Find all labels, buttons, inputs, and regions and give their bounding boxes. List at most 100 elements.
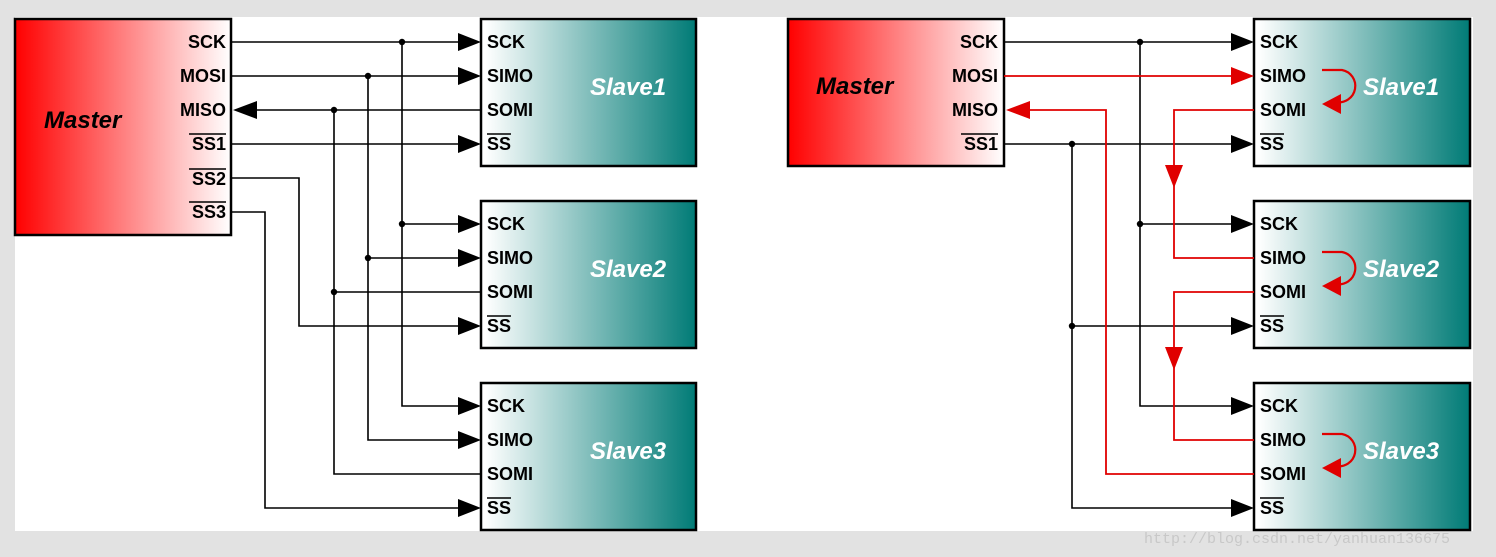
right-wire-s3-to-miso bbox=[1028, 109, 1254, 475]
left-wire-sck-bus bbox=[401, 42, 462, 407]
left-wire-ss2 bbox=[231, 177, 462, 327]
right-slave3-pin-sck: SCK bbox=[1260, 396, 1298, 416]
left-slave3-pin-somi: SOMI bbox=[487, 464, 533, 484]
right-slave2: Slave2 SCK SIMO SOMI SS bbox=[1252, 199, 1472, 350]
left-slave2: Slave2 SCK SIMO SOMI SS bbox=[479, 199, 698, 350]
right-slave2-internal-path bbox=[1322, 250, 1357, 286]
right-slave1-pin-ss: SS bbox=[1260, 134, 1284, 154]
right-junction-sck-2 bbox=[1136, 220, 1144, 228]
left-slave3-label: Slave3 bbox=[590, 438, 667, 465]
right-arrows-red bbox=[1006, 67, 1341, 478]
right-wires-black bbox=[1004, 41, 1235, 509]
right-slave2-pin-simo: SIMO bbox=[1260, 248, 1306, 268]
right-arrow-slave1-loop bbox=[1322, 94, 1341, 114]
left-arrow-s3-simo bbox=[458, 431, 481, 449]
right-arrow-chain-down-2 bbox=[1165, 347, 1183, 370]
right-arrow-s2-ss bbox=[1231, 317, 1254, 335]
right-arrow-s1-ss bbox=[1231, 135, 1254, 153]
right-slave2-pin-somi: SOMI bbox=[1260, 282, 1306, 302]
left-slave1-pin-ss: SS bbox=[487, 134, 511, 154]
right-arrow-slave3-loop bbox=[1322, 458, 1341, 478]
left-slave1-box bbox=[479, 17, 698, 168]
left-master-box bbox=[13, 17, 233, 237]
left-arrow-s1-simo bbox=[458, 67, 481, 85]
right-slave1-label: Slave1 bbox=[1363, 74, 1439, 101]
left-arrow-master-miso bbox=[233, 101, 257, 119]
right-slave2-pin-ss: SS bbox=[1260, 316, 1284, 336]
right-slave3-label: Slave3 bbox=[1363, 438, 1440, 465]
right-junction-ss-1 bbox=[1068, 140, 1076, 148]
right-arrow-master-miso bbox=[1006, 101, 1030, 119]
left-junction-mosi-1 bbox=[364, 72, 372, 80]
left-junction-miso-1 bbox=[330, 106, 338, 114]
left-arrow-s1-sck bbox=[458, 33, 481, 51]
left-arrow-s2-simo bbox=[458, 249, 481, 267]
left-slave3: Slave3 SCK SIMO SOMI SS bbox=[479, 381, 698, 532]
right-diagram-daisy-chain: Master SCK MOSI MISO SS1 Slave1 SCK SIMO… bbox=[786, 17, 1472, 532]
right-wire-ss-bus bbox=[1071, 144, 1235, 509]
left-slave3-pin-ss: SS bbox=[487, 498, 511, 518]
right-slave3: Slave3 SCK SIMO SOMI SS bbox=[1252, 381, 1472, 532]
right-master-pin-ss1: SS1 bbox=[964, 134, 998, 154]
left-slave3-pin-sck: SCK bbox=[487, 396, 525, 416]
left-arrow-s3-sck bbox=[458, 397, 481, 415]
right-arrow-chain-down-1 bbox=[1165, 165, 1183, 188]
right-slave3-pin-simo: SIMO bbox=[1260, 430, 1306, 450]
right-junction-ss-2 bbox=[1068, 322, 1076, 330]
left-slave1-pin-somi: SOMI bbox=[487, 100, 533, 120]
right-slave1-pin-simo: SIMO bbox=[1260, 66, 1306, 86]
left-arrow-s1-ss bbox=[458, 135, 481, 153]
right-arrow-s2-sck bbox=[1231, 215, 1254, 233]
left-master-pin-sck: SCK bbox=[188, 32, 226, 52]
right-slave1-internal-path bbox=[1322, 68, 1357, 104]
right-slave2-box bbox=[1252, 199, 1472, 350]
left-junction-mosi-2 bbox=[364, 254, 372, 262]
right-junction-sck-1 bbox=[1136, 38, 1144, 46]
left-master-pin-mosi: MOSI bbox=[180, 66, 226, 86]
left-slave1: Slave1 SCK SIMO SOMI SS bbox=[479, 17, 698, 168]
left-slave2-pin-simo: SIMO bbox=[487, 248, 533, 268]
left-master-pin-ss2: SS2 bbox=[192, 169, 226, 189]
right-arrow-s3-sck bbox=[1231, 397, 1254, 415]
right-wire-sck-bus bbox=[1139, 42, 1235, 407]
right-master-box bbox=[786, 17, 1006, 168]
right-arrows-black bbox=[1068, 33, 1254, 517]
left-wire-miso-bus bbox=[333, 110, 481, 475]
right-master-pin-miso: MISO bbox=[952, 100, 998, 120]
left-master-pin-ss1: SS1 bbox=[192, 134, 226, 154]
right-slave1-pin-sck: SCK bbox=[1260, 32, 1298, 52]
right-slave3-box bbox=[1252, 381, 1472, 532]
right-slave2-label: Slave2 bbox=[1363, 256, 1440, 283]
right-arrow-s3-ss bbox=[1231, 499, 1254, 517]
left-wire-ss3 bbox=[231, 211, 462, 509]
left-arrow-s2-ss bbox=[458, 317, 481, 335]
left-slave2-pin-ss: SS bbox=[487, 316, 511, 336]
left-slave1-pin-simo: SIMO bbox=[487, 66, 533, 86]
right-slave2-pin-sck: SCK bbox=[1260, 214, 1298, 234]
left-slave1-pin-sck: SCK bbox=[487, 32, 525, 52]
left-slave2-label: Slave2 bbox=[590, 256, 667, 283]
left-slave1-label: Slave1 bbox=[590, 74, 666, 101]
right-slave3-internal-path bbox=[1322, 432, 1357, 468]
left-junction-sck-1 bbox=[398, 38, 406, 46]
left-master-pin-ss3: SS3 bbox=[192, 202, 226, 222]
left-arrow-s3-ss bbox=[458, 499, 481, 517]
left-wire-mosi-bus bbox=[367, 76, 462, 441]
right-arrow-s1-sck bbox=[1231, 33, 1254, 51]
left-slave2-pin-somi: SOMI bbox=[487, 282, 533, 302]
right-slave1: Slave1 SCK SIMO SOMI SS bbox=[1252, 17, 1472, 168]
right-slave1-box bbox=[1252, 17, 1472, 168]
left-slave3-box bbox=[479, 381, 698, 532]
right-master-pin-sck: SCK bbox=[960, 32, 998, 52]
watermark-text: http://blog.csdn.net/yanhuan136675 bbox=[1144, 531, 1450, 548]
left-arrow-s2-sck bbox=[458, 215, 481, 233]
diagram-background bbox=[15, 17, 1473, 531]
left-slave2-pin-sck: SCK bbox=[487, 214, 525, 234]
left-diagram-independent-select: Master SCK MOSI MISO SS1 SS2 SS3 Slave1 … bbox=[13, 17, 698, 532]
right-slave3-pin-somi: SOMI bbox=[1260, 464, 1306, 484]
left-junction-miso-2 bbox=[330, 288, 338, 296]
left-master-label: Master bbox=[44, 107, 123, 134]
left-wires bbox=[231, 41, 481, 509]
right-master-pin-mosi: MOSI bbox=[952, 66, 998, 86]
